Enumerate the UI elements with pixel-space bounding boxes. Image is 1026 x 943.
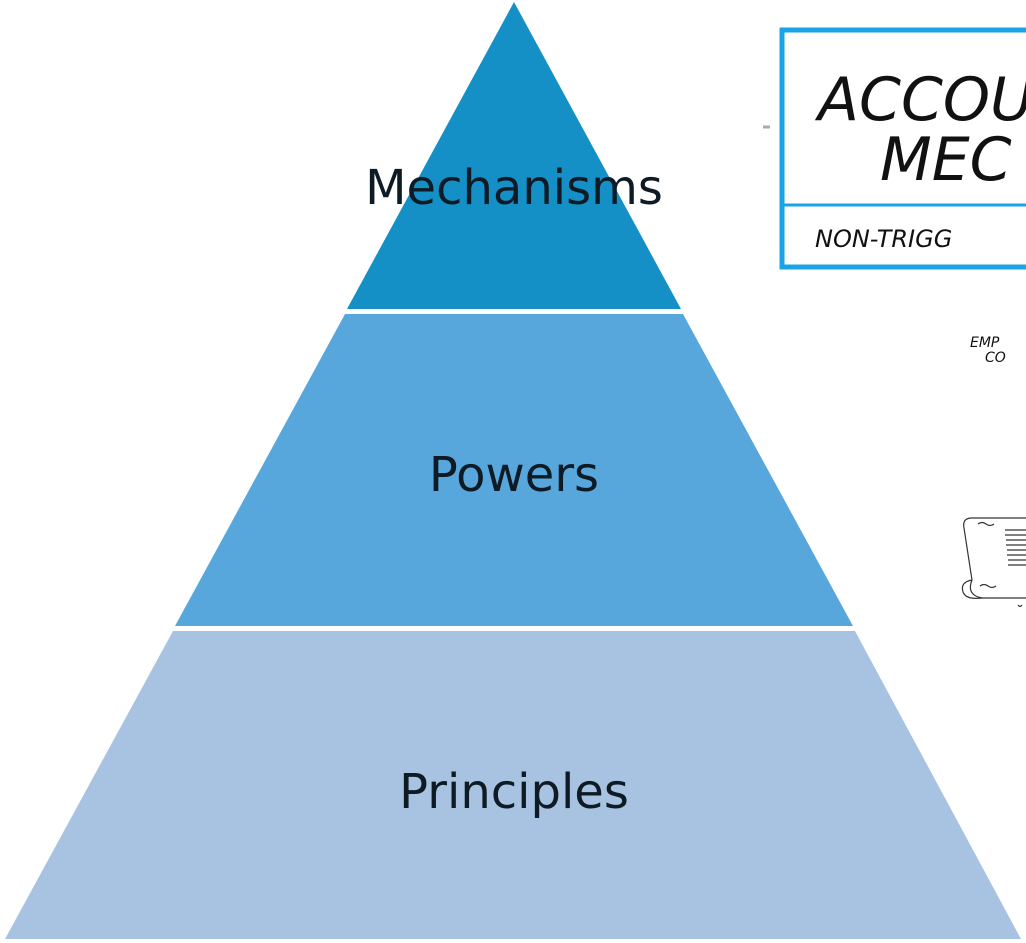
sketch-card-border bbox=[779, 27, 1026, 270]
sketch-note-line1: EMP bbox=[970, 335, 1000, 351]
tier-label-powers: Powers bbox=[429, 447, 599, 503]
tier-powers bbox=[175, 314, 853, 626]
tier-label-principles: Principles bbox=[399, 764, 629, 820]
sketch-card-title-line2: MEC bbox=[880, 125, 1012, 195]
sketch-note-line2: CO bbox=[985, 350, 1006, 366]
tier-label-mechanisms: Mechanisms bbox=[365, 160, 663, 216]
tier-mechanisms bbox=[347, 2, 681, 309]
sketch-card: ACCOU MEC NON-TRIGG bbox=[763, 27, 1026, 270]
scroll-document-icon bbox=[961, 517, 1026, 608]
sketch-note: EMP CO bbox=[970, 335, 1006, 366]
sketch-card-title-line1: ACCOU bbox=[814, 65, 1026, 135]
tier-principles bbox=[5, 631, 1021, 939]
sketch-card-subtitle: NON-TRIGG bbox=[815, 225, 952, 253]
